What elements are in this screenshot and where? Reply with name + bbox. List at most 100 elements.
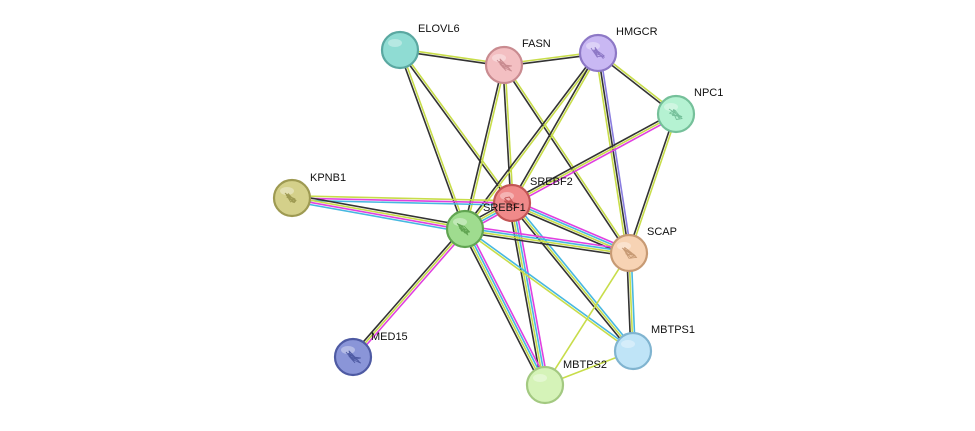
node-label: MBTPS2 (563, 359, 607, 371)
node-highlight (621, 340, 635, 348)
edge-strand (507, 203, 543, 386)
node-highlight (586, 42, 600, 50)
node-label: ELOVL6 (418, 23, 460, 35)
edge-strand (502, 65, 629, 255)
node-srebf2[interactable]: SREBF2 (492, 176, 573, 223)
edge-strand (544, 252, 630, 386)
edge-strand (354, 229, 468, 359)
edge-srebf1-mbtps1[interactable] (463, 227, 635, 353)
edge-strand (511, 202, 634, 352)
edge-strand (512, 115, 678, 206)
edge-strand (465, 224, 630, 251)
protein-structure-icon (284, 192, 297, 204)
edge-strand (350, 227, 464, 357)
node-label: SREBF1 (483, 202, 526, 214)
edge-strand (292, 193, 466, 227)
edge-strand (511, 203, 629, 255)
edge-strand (291, 197, 513, 204)
node-circle (380, 30, 420, 70)
node-circle (525, 365, 565, 405)
edge-strand (599, 52, 632, 253)
edge-srebf1-kpnb1[interactable] (291, 193, 466, 234)
edge-hmgcr-scap[interactable] (595, 52, 632, 254)
edge-scap-mbtps2[interactable] (544, 252, 630, 386)
node-hmgcr[interactable]: HMGCR (578, 26, 658, 73)
protein-structure-icon (668, 108, 683, 120)
edge-npc1-scap[interactable] (627, 113, 678, 254)
edge-srebf1-med15[interactable] (350, 227, 468, 359)
protein-structure-icon (590, 46, 605, 59)
node-highlight (533, 374, 547, 382)
node-label: FASN (522, 38, 551, 50)
node-highlight (664, 103, 678, 111)
edge-strand (465, 227, 630, 253)
node-npc1[interactable]: NPC1 (656, 87, 723, 134)
edge-strand (504, 64, 514, 203)
edge-strand (464, 231, 629, 258)
edge-strand (352, 228, 466, 358)
edge-hmgcr-srebf2[interactable] (510, 52, 600, 204)
protein-structure-icon (456, 223, 471, 236)
node-circle (613, 331, 653, 371)
edge-strand (597, 52, 630, 254)
edge-strand (461, 230, 543, 387)
node-kpnb1[interactable]: KPNB1 (272, 172, 346, 218)
protein-structure-icon (503, 196, 518, 210)
edge-strand (512, 201, 630, 253)
edge-strand (463, 229, 545, 386)
edge-srebf1-mbtps2[interactable] (461, 227, 549, 387)
edge-strand (513, 201, 636, 351)
edge-strand (463, 229, 633, 353)
edge-strand (627, 113, 676, 253)
edge-strand (504, 63, 631, 253)
edge-npc1-srebf2[interactable] (510, 111, 678, 206)
edge-strand (510, 111, 676, 202)
node-highlight (388, 39, 402, 47)
edge-strand (400, 48, 514, 203)
node-mbtps1[interactable]: MBTPS1 (613, 324, 695, 371)
edge-strand (467, 227, 549, 384)
edge-strand (512, 53, 600, 204)
edge-strand (509, 203, 632, 353)
node-label: MED15 (371, 331, 408, 343)
edge-strand (595, 53, 628, 254)
edge-strand (629, 114, 678, 254)
node-label: SCAP (647, 226, 677, 238)
node-med15[interactable]: MED15 (333, 331, 408, 377)
node-highlight (280, 187, 294, 195)
edge-elovl6-srebf2[interactable] (398, 48, 514, 205)
protein-structure-icon (621, 247, 638, 259)
node-label: KPNB1 (310, 172, 346, 184)
node-circle (484, 45, 524, 85)
edge-strand (512, 199, 631, 251)
node-mbtps2[interactable]: MBTPS2 (525, 359, 607, 405)
protein-structure-icon (345, 350, 361, 364)
edge-fasn-srebf2[interactable] (502, 64, 514, 204)
node-fasn[interactable]: FASN (484, 38, 551, 85)
node-highlight (617, 242, 631, 250)
node-highlight (453, 218, 467, 226)
edge-fasn-scap[interactable] (502, 63, 631, 255)
edge-srebf2-mbtps2[interactable] (507, 202, 550, 386)
edge-srebf2-scap[interactable] (510, 199, 631, 257)
edge-strand (465, 228, 547, 385)
node-label: HMGCR (616, 26, 658, 38)
edge-strand (510, 52, 598, 203)
node-highlight (492, 54, 506, 62)
edge-strand (510, 205, 629, 257)
node-label: MBTPS1 (651, 324, 695, 336)
edges-layer (291, 48, 678, 387)
node-label: NPC1 (694, 87, 723, 99)
node-scap[interactable]: SCAP (609, 226, 677, 273)
edge-strand (465, 227, 635, 351)
edge-srebf2-mbtps1[interactable] (509, 201, 636, 353)
edge-strand (463, 51, 598, 229)
node-label: SREBF2 (530, 176, 573, 188)
node-elovl6[interactable]: ELOVL6 (380, 23, 460, 70)
edge-strand (291, 200, 465, 234)
edge-strand (292, 195, 513, 202)
node-highlight (500, 192, 514, 200)
node-srebf1[interactable]: SREBF1 (445, 202, 526, 249)
edge-srebf1-scap[interactable] (464, 224, 630, 258)
